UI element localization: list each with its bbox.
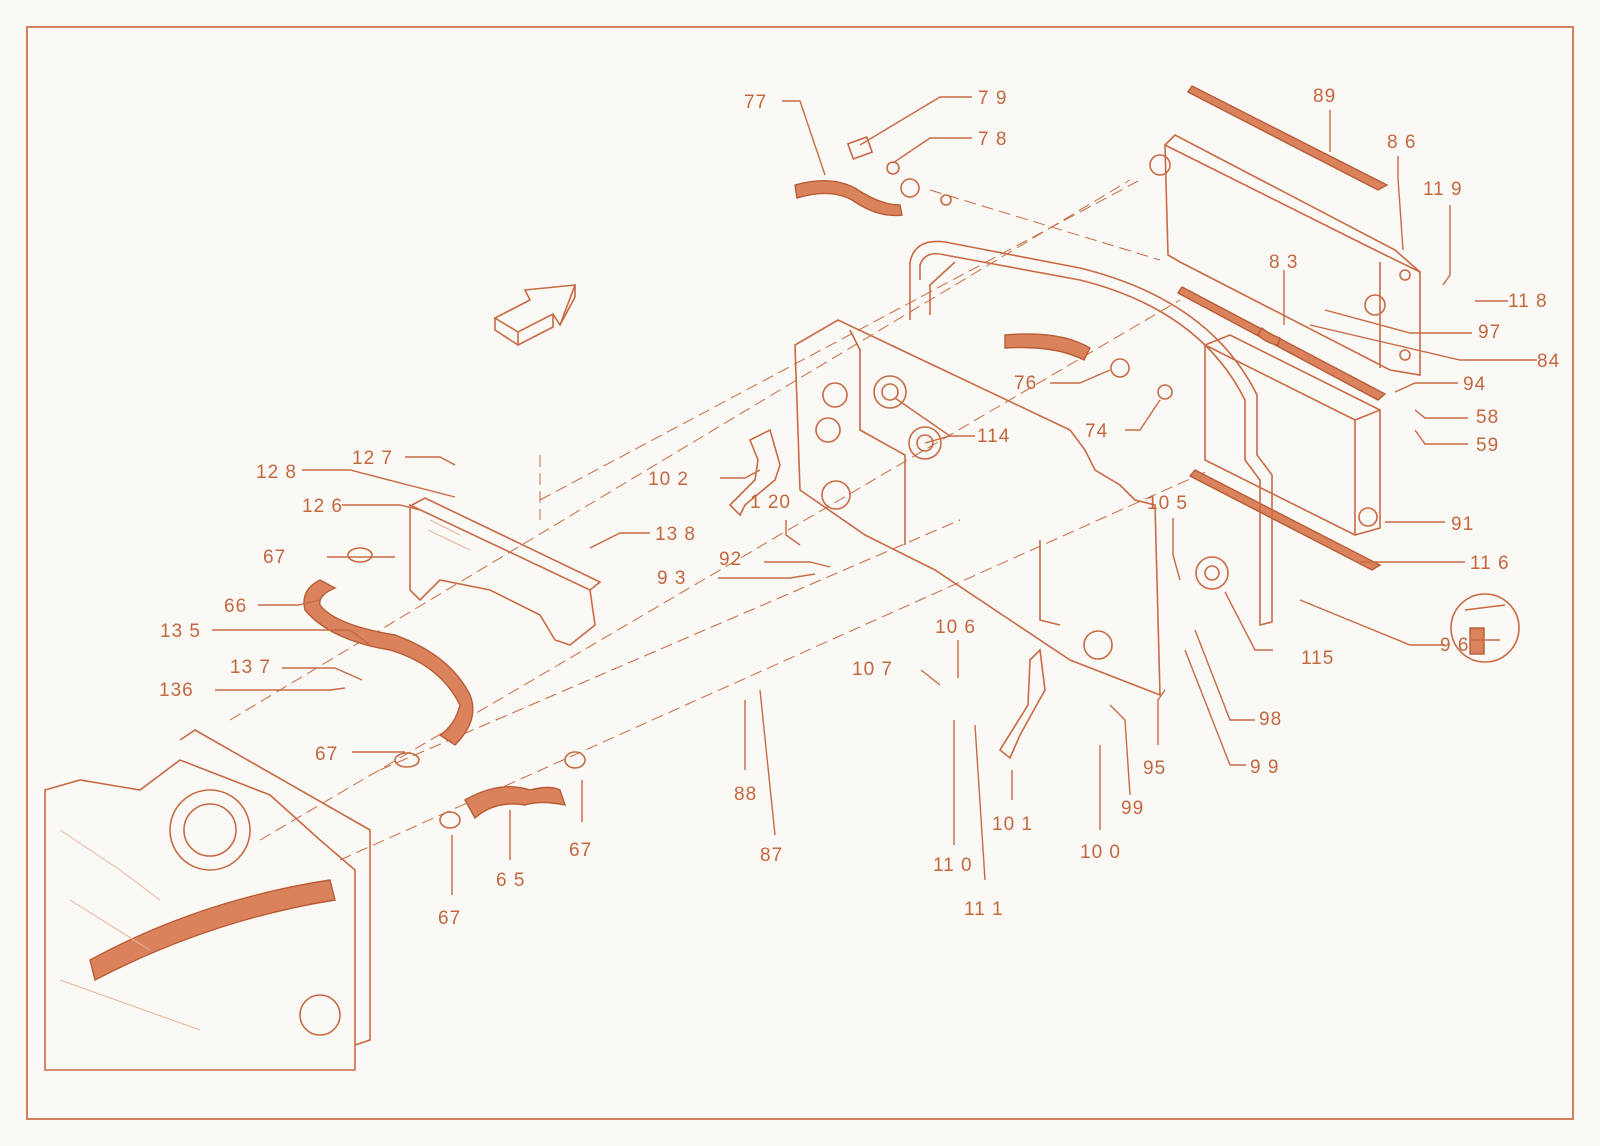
callout-86: 8 6: [1387, 132, 1417, 153]
callout-74: 74: [1085, 421, 1109, 442]
callout-79: 7 9: [978, 88, 1008, 109]
callout-137: 13 7: [230, 657, 271, 678]
callout-84: 84: [1537, 351, 1561, 372]
callout-110: 11 0: [933, 855, 973, 876]
callout-91: 91: [1451, 514, 1475, 535]
drawing-frame: [26, 26, 1574, 1120]
callout-135: 13 5: [160, 621, 201, 642]
grommet-115: [1195, 556, 1229, 590]
hose-66: [303, 547, 474, 768]
callout-77: 77: [744, 92, 768, 113]
callout-58: 58: [1476, 407, 1500, 428]
callout-92: 92: [719, 549, 743, 570]
callout-88: 88: [734, 784, 758, 805]
grommets-114: [873, 375, 942, 460]
callout-99-a: 9 9: [1250, 757, 1280, 778]
engine-assembly: [44, 729, 371, 1071]
callout-101: 10 1: [992, 814, 1033, 835]
seal-strip-89: [1186, 85, 1389, 191]
assembly-axes: [229, 179, 1211, 861]
callout-102: 10 2: [648, 469, 689, 490]
leader-lines: [212, 96, 1537, 895]
callout-83: 8 3: [1269, 252, 1299, 273]
seal-detail-icon: [1450, 593, 1520, 663]
callout-93: 9 3: [657, 568, 687, 589]
brackets: [728, 428, 1046, 760]
callout-107: 10 7: [852, 659, 893, 680]
callout-116: 11 6: [1470, 553, 1510, 574]
callout-111: 11 1: [964, 899, 1004, 920]
callout-127: 12 7: [352, 448, 393, 469]
callout-115: 115: [1301, 648, 1335, 669]
callout-118: 11 8: [1508, 291, 1548, 312]
hose-65: [439, 751, 586, 829]
callout-96: 9 6: [1440, 635, 1470, 656]
arrow-icon: [493, 284, 577, 347]
callout-138: 13 8: [655, 524, 696, 545]
seal-strips: [1176, 286, 1387, 571]
callout-67-b: 67: [315, 744, 339, 765]
callout-99-b: 99: [1121, 798, 1145, 819]
callout-106: 10 6: [935, 617, 976, 638]
radiator-86: [1149, 134, 1421, 376]
bracket-126: [409, 497, 602, 646]
callout-98: 98: [1259, 709, 1283, 730]
baffle-panel: [794, 319, 1161, 697]
callout-114: 114: [977, 426, 1011, 447]
callout-126: 12 6: [302, 496, 343, 517]
callout-100: 10 0: [1080, 842, 1121, 863]
callout-78: 7 8: [978, 129, 1008, 150]
callout-95: 95: [1143, 758, 1167, 779]
callout-87: 87: [760, 845, 784, 866]
callout-97: 97: [1478, 322, 1502, 343]
callout-67-a: 67: [263, 547, 287, 568]
hose-77: [794, 136, 952, 217]
callout-89: 89: [1313, 86, 1337, 107]
callout-67-c: 67: [569, 840, 593, 861]
frame-channel-96: [909, 240, 1273, 627]
callout-119: 11 9: [1423, 179, 1463, 200]
callout-128: 12 8: [256, 462, 297, 483]
callout-66: 66: [224, 596, 248, 617]
callout-67-d: 67: [438, 908, 462, 929]
callout-136: 136: [159, 680, 194, 701]
callout-76: 76: [1014, 373, 1038, 394]
hose-76: [1004, 333, 1173, 400]
callout-105: 10 5: [1147, 493, 1188, 514]
callout-94: 94: [1463, 374, 1487, 395]
callout-65: 6 5: [496, 870, 526, 891]
callout-59: 59: [1476, 435, 1500, 456]
oil-cooler-91: [1204, 334, 1381, 536]
callout-120: 1 20: [750, 492, 791, 513]
